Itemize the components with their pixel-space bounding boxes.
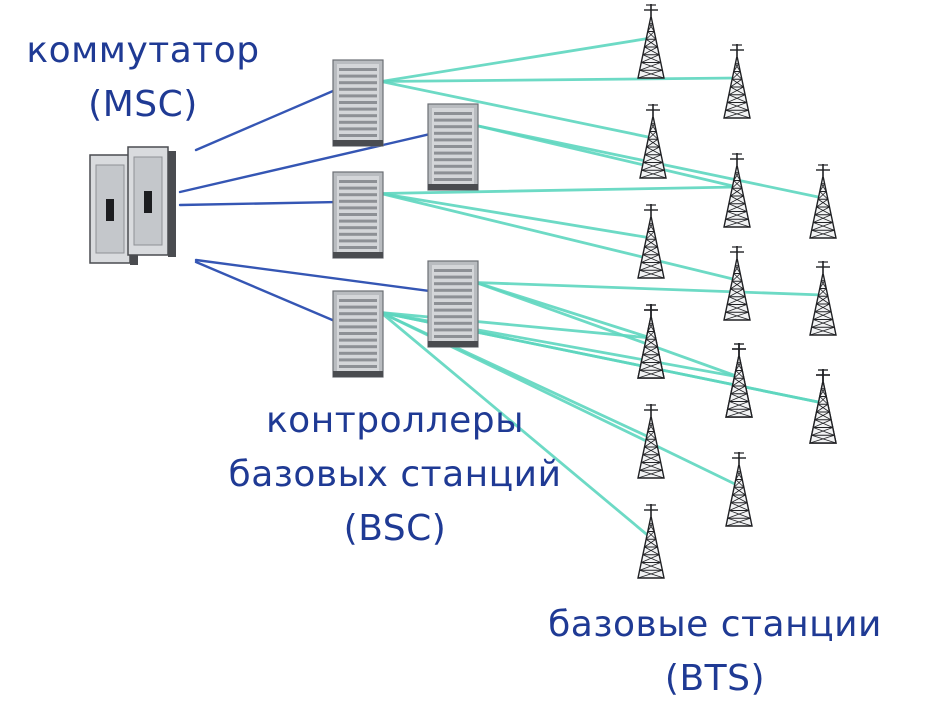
bsc-bsc2 bbox=[427, 103, 479, 191]
bts-tower-1 bbox=[637, 4, 665, 79]
bts-tower-4 bbox=[723, 153, 751, 228]
bts-tower-7 bbox=[723, 246, 751, 321]
bsc-controllers bbox=[332, 59, 479, 378]
bts-tower-14 bbox=[637, 504, 665, 579]
bts-link-bsc3-4 bbox=[379, 185, 739, 195]
bsc-bsc4 bbox=[427, 260, 479, 348]
bts-tower-2 bbox=[723, 44, 751, 119]
bts-link-bsc1-1 bbox=[379, 36, 653, 83]
bsc-label-line-2: базовых станций bbox=[228, 454, 562, 495]
bts-label: базовые станции (BTS) bbox=[510, 598, 920, 706]
msc-link-bsc3 bbox=[178, 200, 337, 207]
bts-towers bbox=[637, 4, 837, 579]
bts-tower-17 bbox=[809, 369, 837, 444]
bts-link-bsc5-14 bbox=[379, 311, 653, 540]
bts-tower-15 bbox=[637, 304, 665, 379]
bts-label-line-2: (BTS) bbox=[664, 658, 766, 699]
msc-link-bsc4 bbox=[194, 258, 432, 293]
msc-link-bsc1 bbox=[194, 88, 337, 152]
bts-link-bsc5-15 bbox=[379, 311, 653, 340]
bsc-label: контроллеры базовых станций (BSC) bbox=[190, 394, 600, 556]
bts-link-bsc4-8 bbox=[474, 281, 825, 297]
msc-label-line-2: (MSC) bbox=[88, 84, 198, 125]
bts-link-bsc3-6 bbox=[379, 192, 653, 240]
bsc-bsc3 bbox=[332, 171, 384, 259]
bts-tower-5 bbox=[809, 164, 837, 239]
msc-switch bbox=[89, 146, 176, 265]
bts-link-bsc3-7 bbox=[379, 192, 739, 282]
msc-label-line-1: коммутатор bbox=[26, 30, 260, 71]
bsc-label-line-3: (BSC) bbox=[343, 508, 447, 549]
bts-link-bsc1-2 bbox=[379, 76, 739, 83]
msc-label: коммутатор (MSC) bbox=[0, 24, 286, 132]
bts-label-line-1: базовые станции bbox=[548, 604, 882, 645]
bts-tower-13 bbox=[725, 452, 753, 527]
msc-link-bsc2 bbox=[178, 132, 432, 194]
bsc-bsc1 bbox=[332, 59, 384, 147]
bts-tower-16 bbox=[725, 343, 753, 418]
bsc-label-line-1: контроллеры bbox=[265, 400, 525, 441]
bsc-bsc5 bbox=[332, 290, 384, 378]
msc-links bbox=[178, 88, 432, 323]
msc-switch-cabinet bbox=[89, 146, 176, 265]
bts-tower-6 bbox=[637, 204, 665, 279]
bts-tower-8 bbox=[809, 261, 837, 336]
bts-link-bsc1-3 bbox=[379, 80, 655, 140]
bts-tower-3 bbox=[639, 104, 667, 179]
msc-link-bsc5 bbox=[194, 260, 337, 323]
bts-link-bsc4-10 bbox=[474, 281, 741, 379]
bts-tower-12 bbox=[637, 404, 665, 479]
